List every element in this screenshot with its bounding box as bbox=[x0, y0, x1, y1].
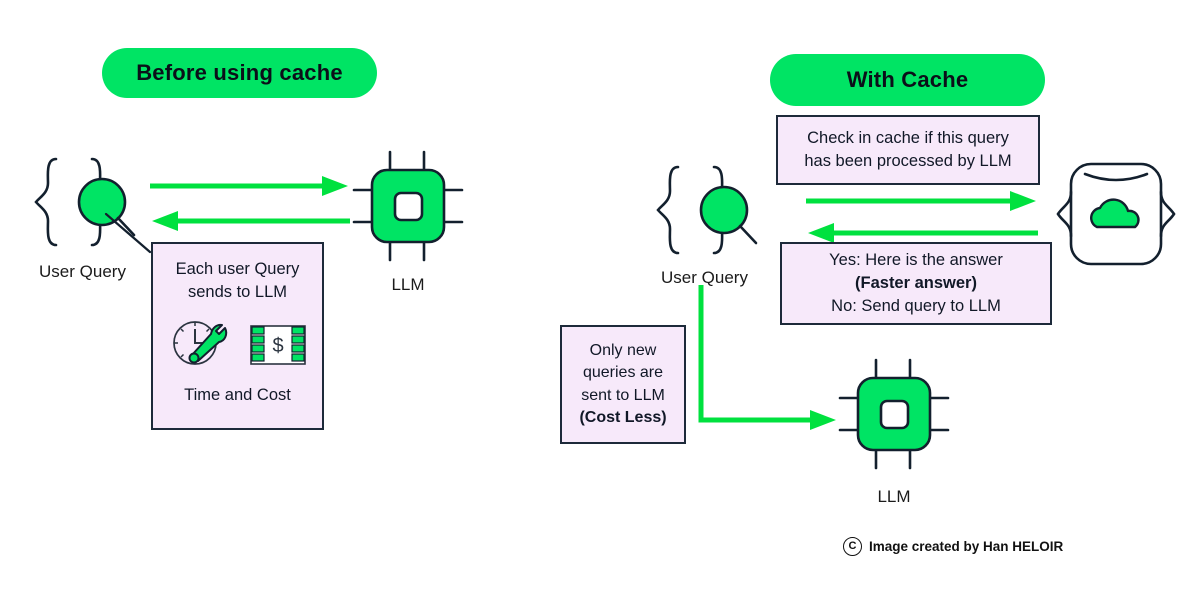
left-info-footer: Time and Cost bbox=[184, 385, 291, 404]
image-credit: C Image created by Han HELOIR bbox=[843, 537, 1063, 556]
left-panel-title-pill: Before using cache bbox=[102, 48, 377, 98]
right-llm-caption: LLM bbox=[877, 487, 911, 506]
cost-line-3: sent to LLM bbox=[581, 386, 665, 404]
left-user-query-icon bbox=[30, 155, 140, 250]
check-cache-box: Check in cache if this query has been pr… bbox=[776, 115, 1040, 185]
left-callout-line bbox=[104, 212, 156, 257]
left-info-box: Each user Query sends to LLM bbox=[151, 242, 324, 430]
left-llm-chip-icon bbox=[352, 150, 464, 262]
left-llm-caption: LLM bbox=[391, 275, 425, 294]
answer-line-3: No: Send query to LLM bbox=[831, 296, 1001, 315]
cost-less-box: Only new queries are sent to LLM (Cost L… bbox=[560, 325, 686, 444]
right-panel-title-text: With Cache bbox=[846, 67, 969, 92]
cache-answer-box: Yes: Here is the answer (Faster answer) … bbox=[780, 242, 1052, 325]
left-query-to-llm-arrow bbox=[150, 175, 350, 197]
left-user-query-caption: User Query bbox=[39, 262, 126, 281]
cache-cloud-icon bbox=[1055, 158, 1177, 270]
check-cache-line-2: has been processed by LLM bbox=[804, 152, 1012, 170]
check-cache-line-1: Check in cache if this query bbox=[807, 129, 1009, 148]
right-llm-chip-icon bbox=[838, 358, 950, 470]
cost-line-2: queries are bbox=[582, 364, 664, 382]
right-query-to-cache-arrow bbox=[806, 190, 1038, 212]
right-user-query-icon bbox=[652, 163, 762, 258]
right-user-query-caption: User Query bbox=[661, 268, 748, 287]
cost-line-4: (Cost Less) bbox=[579, 408, 667, 426]
cost-line-1: Only new bbox=[589, 342, 657, 360]
credit-text: Image created by Han HELOIR bbox=[869, 539, 1064, 554]
copyright-icon: C bbox=[843, 537, 862, 556]
left-info-line-2: sends to LLM bbox=[187, 282, 288, 301]
left-llm-to-user-arrow bbox=[150, 210, 350, 232]
left-info-line-1: Each user Query bbox=[175, 260, 300, 278]
query-to-llm-elbow-arrow bbox=[690, 285, 840, 430]
answer-line-2: (Faster answer) bbox=[855, 274, 977, 293]
clock-wrench-icon bbox=[170, 316, 232, 374]
left-panel-title-text: Before using cache bbox=[136, 60, 343, 85]
answer-line-1: Yes: Here is the answer bbox=[829, 251, 1003, 270]
right-cache-to-query-arrow bbox=[806, 222, 1038, 244]
money-bill-icon: $ bbox=[249, 321, 306, 369]
right-panel-title-pill: With Cache bbox=[770, 54, 1045, 106]
money-symbol: $ bbox=[272, 335, 283, 357]
